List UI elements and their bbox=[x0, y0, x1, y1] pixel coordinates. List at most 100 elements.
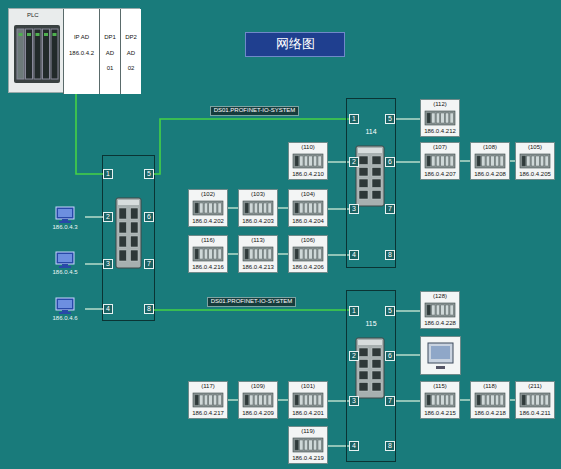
rack-symbol bbox=[242, 391, 274, 409]
node-label: 186.0.4.203 bbox=[242, 218, 274, 225]
node-label: 186.0.4.204 bbox=[292, 218, 324, 225]
node-label: (108) bbox=[483, 144, 497, 151]
main-switch-outline bbox=[103, 156, 155, 321]
node-label: 186.0.4.205 bbox=[519, 171, 551, 178]
node-label: 186.0.4.210 bbox=[292, 171, 324, 178]
rack-symbol bbox=[292, 152, 324, 170]
port-box: 1 bbox=[349, 306, 359, 316]
port-number: 5 bbox=[388, 115, 392, 123]
rack-symbol bbox=[424, 301, 456, 319]
node-label: (112) bbox=[433, 101, 447, 108]
edge-label: DS01.PROFINET-IO-SYSTEM bbox=[207, 297, 297, 307]
node-label: 02 bbox=[128, 65, 135, 72]
address-cell: DP1AD01 bbox=[99, 9, 120, 94]
rack-symbol bbox=[292, 199, 324, 217]
io-device-box: (106) 186.0.4.206 bbox=[288, 235, 328, 273]
port-number: 5 bbox=[388, 307, 392, 315]
port-box: 2 bbox=[103, 212, 113, 222]
port-number: 1 bbox=[106, 170, 110, 178]
port-number: 7 bbox=[388, 205, 392, 213]
io-device-box: (211) 186.0.4.211 bbox=[515, 381, 555, 419]
node-label: (211) bbox=[528, 383, 542, 390]
port-number: 5 bbox=[147, 170, 151, 178]
port-box: 7 bbox=[385, 204, 395, 214]
network-cable bbox=[228, 399, 238, 400]
io-device-box: (118)186.0.4.218 bbox=[470, 381, 510, 419]
network-cable bbox=[228, 253, 238, 254]
rack-symbol bbox=[242, 245, 274, 263]
switch-symbol bbox=[355, 337, 385, 399]
node-label: 115 bbox=[347, 320, 395, 328]
node-label: 186.0.4.211 bbox=[519, 410, 550, 417]
node-label: 186.0.4.213 bbox=[242, 264, 274, 271]
node-label: 186.0.4.207 bbox=[424, 171, 456, 178]
network-cable bbox=[395, 161, 420, 162]
node-label: 186.0.4.206 bbox=[292, 264, 324, 271]
node-label: (105) bbox=[528, 144, 542, 151]
port-number: 8 bbox=[147, 305, 151, 313]
port-number: 4 bbox=[106, 305, 110, 313]
rack-symbol bbox=[474, 391, 506, 409]
node-label: (102) bbox=[201, 191, 215, 198]
port-number: 2 bbox=[106, 213, 110, 221]
rack-symbol bbox=[519, 152, 551, 170]
rack-symbol bbox=[424, 391, 456, 409]
network-cable bbox=[85, 216, 103, 217]
port-number: 3 bbox=[106, 260, 110, 268]
port-number: 7 bbox=[147, 260, 151, 268]
port-box: 3 bbox=[349, 204, 359, 214]
node-label: (103) bbox=[251, 191, 265, 198]
port-box: 2 bbox=[349, 351, 359, 361]
port-number: 2 bbox=[352, 352, 356, 360]
node-label: IP AD bbox=[74, 34, 89, 41]
port-box: 8 bbox=[385, 441, 395, 451]
plc-picture bbox=[12, 21, 62, 91]
port-box: 6 bbox=[144, 212, 154, 222]
computer-node: 186.0.4.3 bbox=[45, 206, 85, 236]
node-label: (101) bbox=[301, 383, 315, 390]
rack-symbol bbox=[424, 109, 456, 127]
computer-icon bbox=[55, 251, 75, 269]
port-box: 3 bbox=[103, 259, 113, 269]
switch-box: 11415263748 bbox=[346, 98, 396, 268]
rack-symbol bbox=[192, 199, 224, 217]
io-device-box: (108)186.0.4.208 bbox=[470, 142, 510, 180]
io-device-box: (112)186.0.4.212 bbox=[420, 99, 460, 137]
hmi-wire bbox=[395, 354, 420, 355]
node-label: 186.0.4.201 bbox=[292, 410, 324, 417]
io-device-box: (102)186.0.4.202 bbox=[188, 189, 228, 227]
node-label: (107) bbox=[433, 144, 447, 151]
port-box: 2 bbox=[349, 157, 359, 167]
switch-symbol bbox=[116, 198, 141, 268]
port-box: 8 bbox=[385, 250, 395, 260]
io-device-box: (105) 186.0.4.205 bbox=[515, 142, 555, 180]
rack-symbol bbox=[292, 391, 324, 409]
rack-symbol bbox=[519, 391, 551, 409]
port-number: 7 bbox=[388, 397, 392, 405]
port-box: 8 bbox=[144, 304, 154, 314]
node-label: (106) bbox=[301, 237, 315, 244]
port-number: 8 bbox=[388, 251, 392, 259]
io-device-box: (117)186.0.4.217 bbox=[188, 381, 228, 419]
io-device-box: (119)186.0.4.219 bbox=[288, 426, 328, 464]
port-number: 2 bbox=[352, 158, 356, 166]
rack-symbol bbox=[424, 152, 456, 170]
node-label: (109) bbox=[251, 383, 265, 390]
network-cable bbox=[85, 263, 103, 264]
profinet-line bbox=[76, 93, 103, 174]
network-cable bbox=[85, 308, 103, 309]
node-label: 186.0.4.218 bbox=[474, 410, 506, 417]
node-label: 186.0.4.217 bbox=[192, 410, 224, 417]
port-box: 7 bbox=[144, 259, 154, 269]
address-cell: IP AD186.0.4.2 bbox=[63, 9, 99, 94]
rack-symbol bbox=[192, 245, 224, 263]
io-device-box: (104)186.0.4.204 bbox=[288, 189, 328, 227]
network-cable bbox=[395, 118, 420, 119]
switch-symbol bbox=[355, 145, 385, 207]
io-device-box: (101) 186.0.4.201 bbox=[288, 381, 328, 419]
port-number: 4 bbox=[352, 442, 356, 450]
port-number: 8 bbox=[388, 442, 392, 450]
profinet-line bbox=[154, 309, 349, 311]
